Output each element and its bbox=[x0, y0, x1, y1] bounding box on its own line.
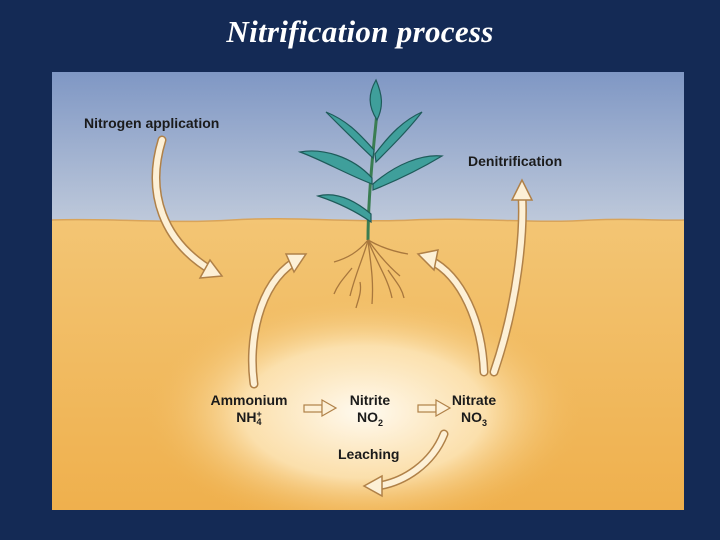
plant-leaves bbox=[297, 78, 444, 224]
ammonium-formula: NH+4 bbox=[236, 409, 262, 428]
nitrate-name: Nitrate bbox=[451, 392, 497, 408]
label-leaching: Leaching bbox=[338, 446, 400, 462]
arrow-nitrate-uptake bbox=[416, 249, 489, 377]
label-denitrification: Denitrification bbox=[468, 153, 563, 169]
nitrification-diagram: Nitrogen application Denitrification Amm… bbox=[52, 72, 684, 510]
arrow-ammonium-uptake bbox=[247, 253, 308, 389]
arrow-leaching bbox=[362, 429, 449, 498]
compound-nitrate: Nitrate NO3 bbox=[438, 392, 510, 432]
arrow-nitrite-to-nitrate bbox=[417, 398, 452, 418]
ammonium-formula-sup: + bbox=[256, 409, 262, 420]
arrow-denitrification bbox=[489, 178, 534, 377]
compound-ammonium: Ammonium NH+4 bbox=[202, 392, 296, 428]
slide-title: Nitrification process bbox=[226, 14, 494, 49]
compound-nitrite: Nitrite NO2 bbox=[332, 392, 408, 432]
arrow-ammonium-to-nitrite bbox=[303, 398, 338, 418]
arrow-nitrogen-application bbox=[151, 135, 224, 279]
nitrite-formula: NO2 bbox=[357, 409, 383, 432]
nitrate-formula: NO3 bbox=[461, 409, 487, 432]
ammonium-name: Ammonium bbox=[210, 392, 288, 408]
plant-roots bbox=[333, 239, 409, 309]
nitrite-name: Nitrite bbox=[349, 392, 391, 408]
diagram-canvas bbox=[52, 72, 684, 510]
ammonium-formula-base: NH bbox=[236, 409, 257, 425]
nitrite-formula-sub: 2 bbox=[377, 417, 383, 428]
nitrite-formula-base: NO bbox=[356, 409, 378, 425]
label-nitrogen-application: Nitrogen application bbox=[84, 115, 220, 131]
ammonium-formula-sub: 4 bbox=[256, 417, 262, 428]
nitrate-formula-base: NO bbox=[460, 409, 482, 425]
nitrate-formula-sub: 3 bbox=[481, 417, 487, 428]
